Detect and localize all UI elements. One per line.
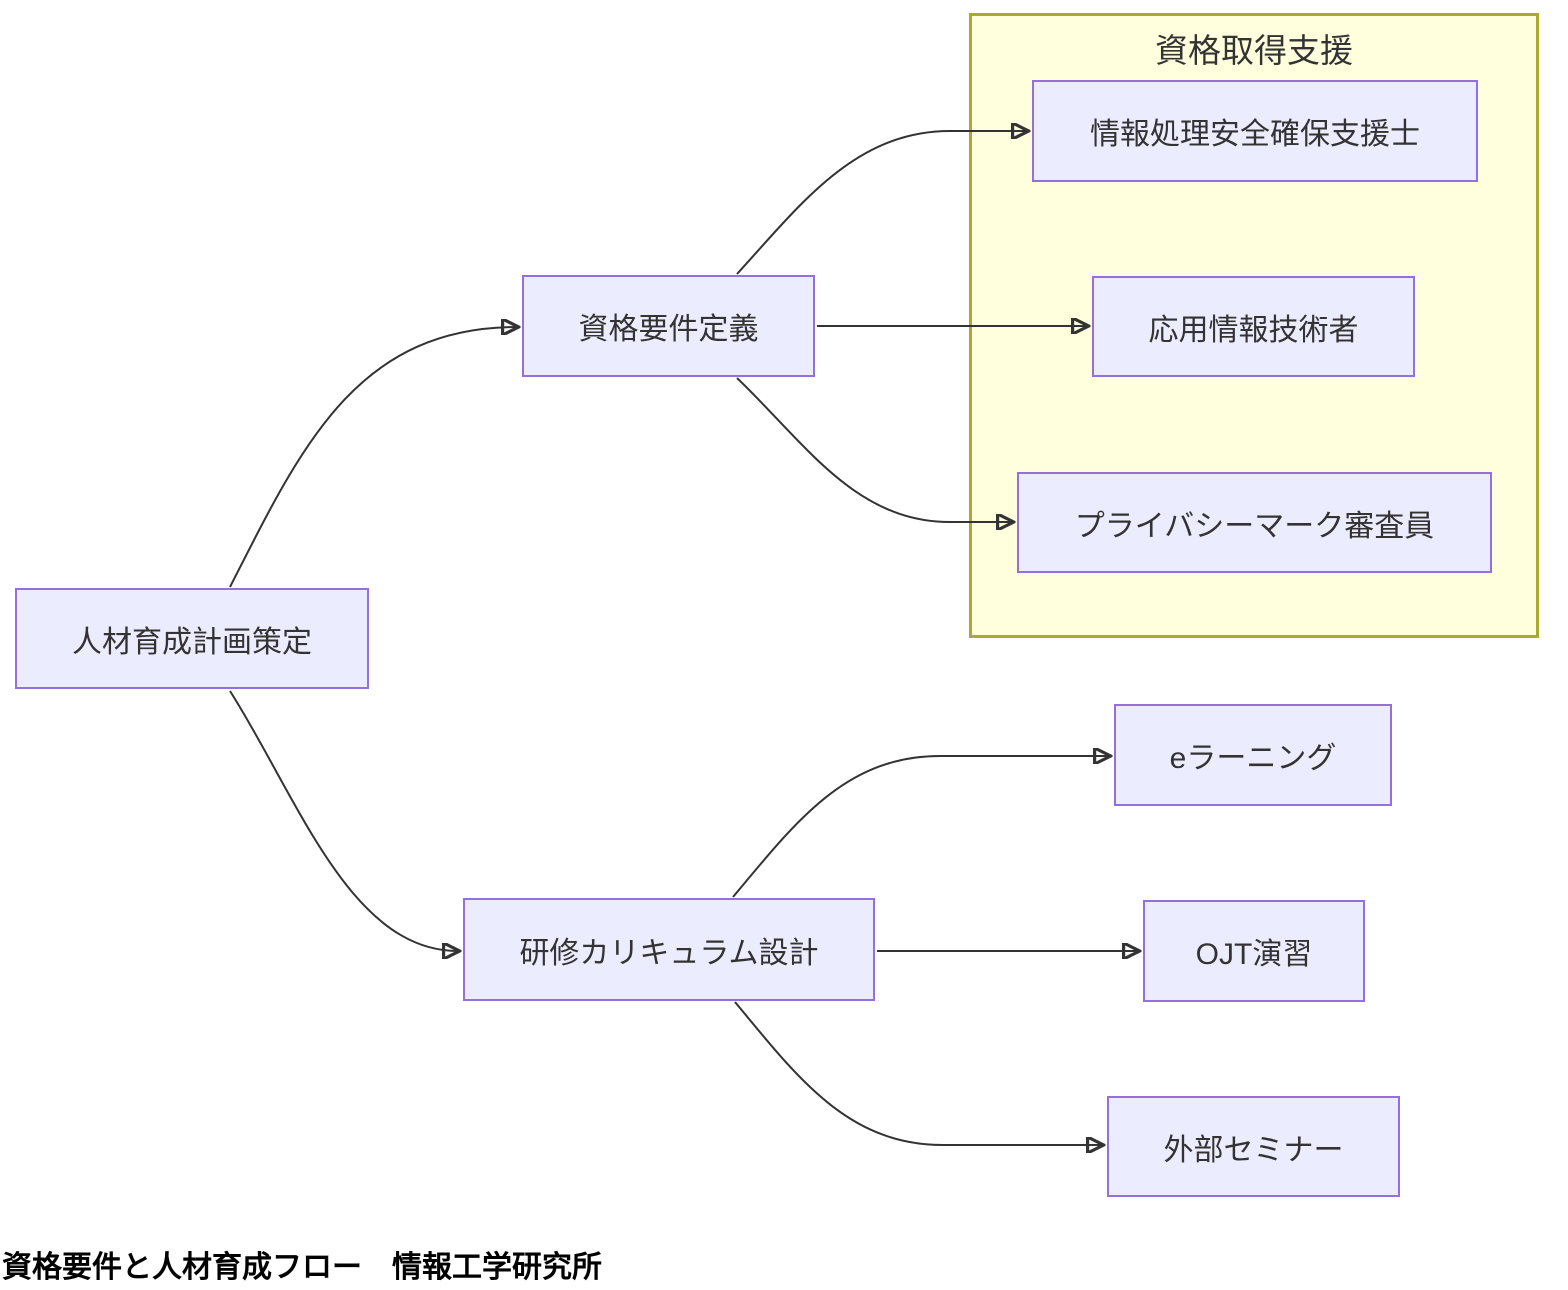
edge-qual-def-to-sc-specialist [736,131,1027,275]
diagram-caption: 資格要件と人材育成フロー 情報工学研究所 [2,1242,604,1290]
node-curriculum: 研修カリキュラム設計 [463,898,875,1001]
node-pmark-auditor-label: プライバシーマーク審査員 [1074,509,1435,543]
edge-curriculum-to-elearning [732,756,1109,898]
node-applied-it: 応用情報技術者 [1092,276,1415,377]
node-elearning-label: eラーニング [1169,742,1337,775]
node-ojt-label: OJT演習 [1195,938,1313,971]
node-pmark-auditor: プライバシーマーク審査員 [1017,472,1492,573]
node-sc-specialist: 情報処理安全確保支援士 [1032,80,1478,182]
node-plan: 人材育成計画策定 [15,588,369,689]
node-elearning: eラーニング [1114,704,1392,806]
cluster-title: 資格取得支援 [1155,32,1353,69]
node-ojt: OJT演習 [1143,900,1365,1002]
node-qual-def: 資格要件定義 [522,275,815,377]
node-sc-specialist-label: 情報処理安全確保支援士 [1090,118,1420,151]
node-seminar-label: 外部セミナー [1163,1133,1344,1167]
edge-qual-def-to-pmark-auditor [736,377,1012,522]
edge-plan-to-curriculum [229,690,458,951]
node-seminar: 外部セミナー [1107,1096,1400,1197]
node-applied-it-label: 応用情報技術者 [1148,313,1359,347]
node-qual-def-label: 資格要件定義 [578,313,759,346]
edge-curriculum-to-seminar [734,1001,1102,1145]
node-curriculum-label: 研修カリキュラム設計 [519,936,819,970]
node-plan-label: 人材育成計画策定 [72,625,312,659]
edge-plan-to-qual-def [229,327,517,588]
